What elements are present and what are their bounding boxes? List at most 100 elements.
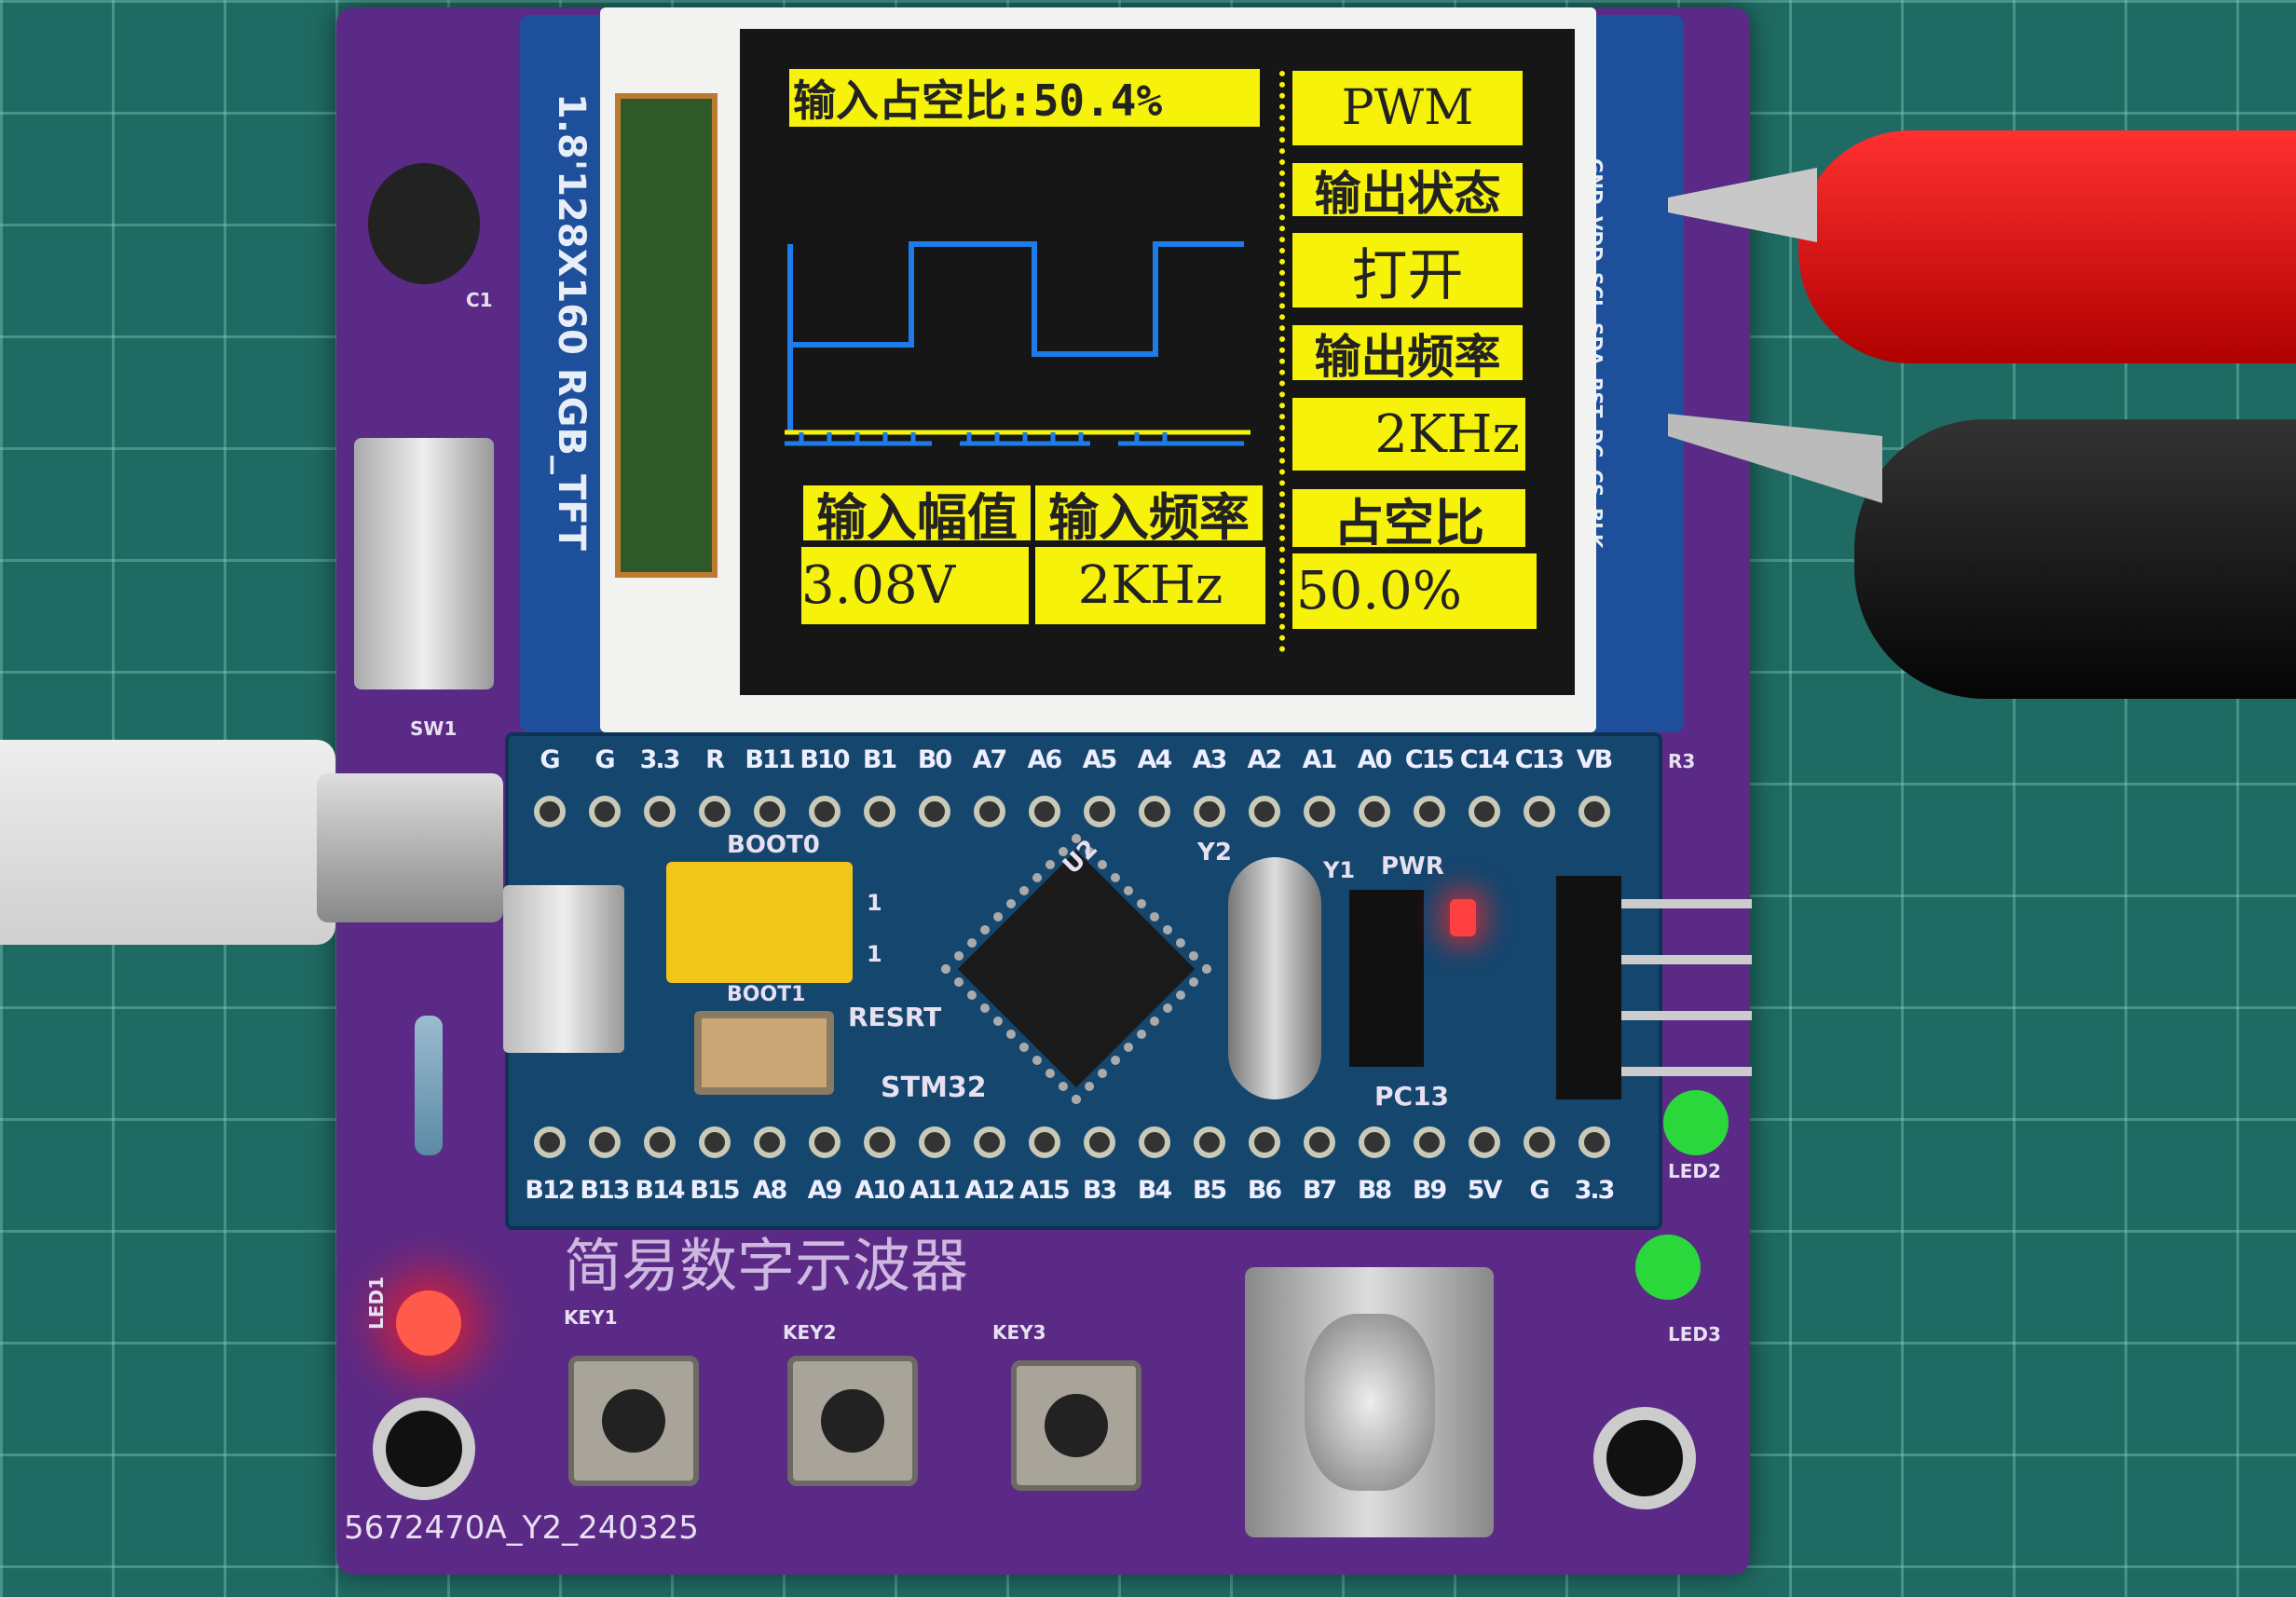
led2-green xyxy=(1663,1090,1729,1155)
header-pin xyxy=(1072,1118,1127,1167)
output-state-value: 打开 xyxy=(1292,233,1523,308)
usb-c-plug xyxy=(317,773,503,922)
black-alligator-clip xyxy=(1854,419,2296,699)
key3-button[interactable] xyxy=(1011,1360,1141,1491)
output-freq-label: 输出频率 xyxy=(1292,325,1523,384)
header-pin xyxy=(1237,1118,1292,1167)
bottom-pin-header xyxy=(522,1118,1621,1167)
micro-usb-port[interactable] xyxy=(503,885,624,1053)
header-pin xyxy=(1346,1118,1401,1167)
key2-label: KEY2 xyxy=(783,1321,837,1344)
key2-button[interactable] xyxy=(787,1356,918,1486)
jumper-mark: 1 xyxy=(867,941,882,967)
pin-label: A15 xyxy=(1019,1176,1070,1205)
pin-label: A4 xyxy=(1137,745,1173,774)
board-title: 简易数字示波器 xyxy=(564,1232,969,1300)
pin-label: B12 xyxy=(525,1176,575,1205)
header-pin xyxy=(962,1118,1017,1167)
pin-label: A12 xyxy=(964,1176,1015,1205)
header-pin xyxy=(1292,1118,1346,1167)
header-pin xyxy=(1072,787,1127,836)
mcu-label: STM32 xyxy=(881,1071,987,1104)
output-state-label: 输出状态 xyxy=(1292,163,1523,221)
pin-label: A7 xyxy=(972,745,1008,774)
header-pin xyxy=(1511,1118,1566,1167)
pin-label: B1 xyxy=(862,745,897,774)
swd-header xyxy=(1556,876,1621,1099)
output-freq-value: 2KHz xyxy=(1292,398,1525,471)
voltage-regulator xyxy=(1349,890,1424,1067)
pin-label: B14 xyxy=(635,1176,685,1205)
header-pin xyxy=(1566,1118,1621,1167)
pin-label: C14 xyxy=(1459,745,1510,774)
pin-label: B13 xyxy=(580,1176,630,1205)
header-pin xyxy=(577,787,632,836)
header-pin xyxy=(962,787,1017,836)
pc13-label: PC13 xyxy=(1374,1081,1450,1112)
pin-label: B3 xyxy=(1082,1176,1117,1205)
c1-label: C1 xyxy=(466,289,493,311)
pwr-led xyxy=(1450,899,1476,936)
pin-label: G xyxy=(540,745,560,774)
duty-label: 占空比 xyxy=(1292,489,1525,553)
pin-label: B9 xyxy=(1412,1176,1447,1205)
reset-button[interactable] xyxy=(694,1011,834,1095)
header-pin xyxy=(1456,1118,1511,1167)
boot1-label: BOOT1 xyxy=(727,983,806,1006)
power-switch[interactable] xyxy=(354,438,494,689)
pin-label: A5 xyxy=(1082,745,1118,774)
duty-value: 50.0% xyxy=(1292,553,1537,629)
pin-label: B11 xyxy=(745,745,795,774)
header-pin xyxy=(907,1118,962,1167)
lcd-flex-cable xyxy=(615,93,718,578)
header-pin xyxy=(852,787,907,836)
boot-jumpers[interactable] xyxy=(666,862,853,983)
key1-label: KEY1 xyxy=(564,1306,618,1329)
mounting-hole xyxy=(373,1398,475,1500)
header-pin xyxy=(852,1118,907,1167)
header-pin xyxy=(1127,787,1182,836)
red-alligator-clip xyxy=(1798,130,2296,363)
pin-label: A8 xyxy=(752,1176,788,1205)
pin-label: C15 xyxy=(1404,745,1455,774)
header-pin xyxy=(1511,787,1566,836)
header-pin xyxy=(1182,787,1237,836)
pin-label: B0 xyxy=(917,745,952,774)
r3-label: R3 xyxy=(1668,750,1696,772)
pin-label: B15 xyxy=(690,1176,740,1205)
header-pin xyxy=(1401,1118,1456,1167)
serial-number: 5672470A_Y2_240325 xyxy=(344,1509,699,1547)
header-pin xyxy=(742,787,797,836)
encoder-knob[interactable] xyxy=(1305,1314,1435,1491)
led1-red xyxy=(396,1290,461,1356)
led3-green xyxy=(1635,1235,1701,1300)
pin-label: G xyxy=(594,745,615,774)
header-pin xyxy=(577,1118,632,1167)
header-pin xyxy=(522,1118,577,1167)
key1-button[interactable] xyxy=(568,1356,699,1486)
screen-divider xyxy=(1279,71,1285,652)
capacitor xyxy=(368,163,480,284)
input-amp-label: 输入幅值 xyxy=(803,485,1031,547)
input-duty-banner: 输入占空比:50.4% xyxy=(789,69,1260,127)
pin-label: B4 xyxy=(1137,1176,1172,1205)
input-amp-value: 3.08V xyxy=(801,547,1029,624)
header-pin xyxy=(1346,787,1401,836)
pin-label: VB xyxy=(1576,745,1613,774)
header-pin xyxy=(742,1118,797,1167)
input-freq-label: 输入频率 xyxy=(1035,485,1263,547)
pin-label: G xyxy=(1529,1176,1550,1205)
waveform-trace xyxy=(787,241,1244,432)
reset-label: RESRT xyxy=(848,1002,942,1032)
pwr-label: PWR xyxy=(1381,853,1444,880)
jumper-mark: 1 xyxy=(867,890,882,916)
led1-label: LED1 xyxy=(365,1276,388,1330)
pin-label: A3 xyxy=(1192,745,1228,774)
header-pin xyxy=(687,1118,742,1167)
header-pin xyxy=(687,787,742,836)
usb-c-cable xyxy=(0,740,335,945)
header-pin xyxy=(632,1118,687,1167)
pin-label: 5V xyxy=(1467,1176,1503,1205)
crystal-oscillator xyxy=(1228,857,1321,1099)
